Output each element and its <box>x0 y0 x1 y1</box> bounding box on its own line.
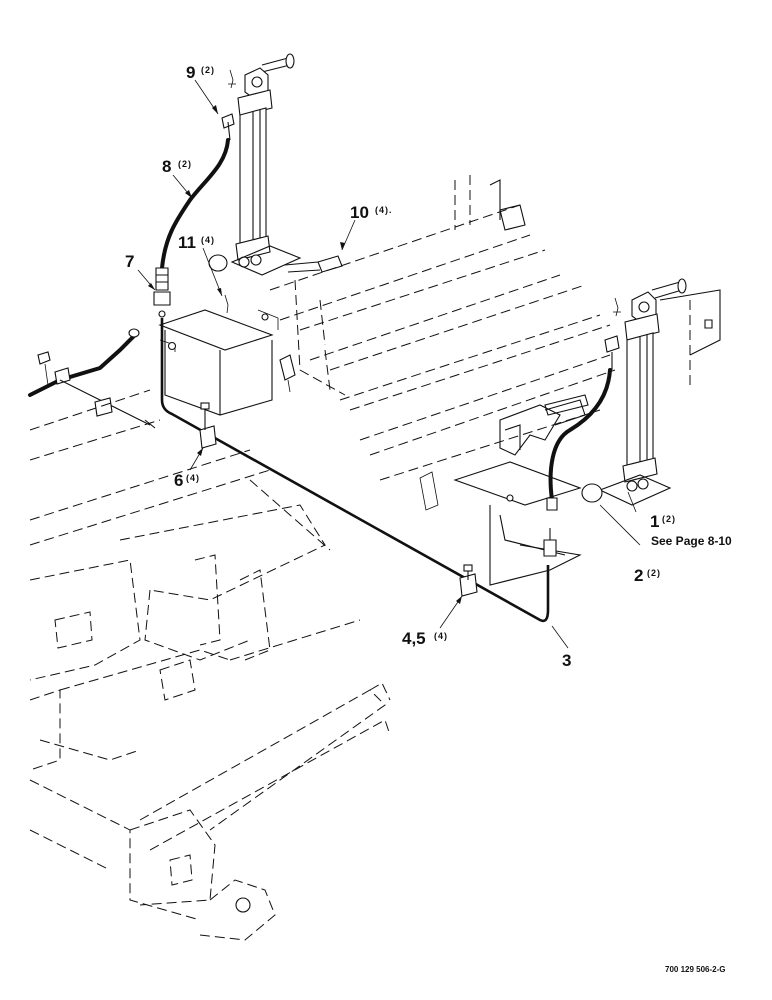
svg-text:6: 6 <box>174 471 183 490</box>
callout-10: 10 (4). <box>350 203 393 222</box>
svg-text:10: 10 <box>350 203 369 222</box>
drawing-code: 700 129 506-2-G <box>665 965 726 974</box>
callout-4-5: 4,5 (4) <box>402 629 448 648</box>
clamp-6 <box>199 402 217 449</box>
svg-text:4,5: 4,5 <box>402 629 426 648</box>
svg-text:7: 7 <box>125 252 134 271</box>
svg-text:11: 11 <box>178 233 196 252</box>
svg-text:(2): (2) <box>178 159 192 169</box>
leader-lines <box>137 79 641 649</box>
hose-8 <box>160 138 230 270</box>
svg-text:See Page 8-10: See Page 8-10 <box>651 534 732 548</box>
steel-line-3 <box>160 318 550 623</box>
callout-6: 6 (4) <box>174 471 200 490</box>
frame-lower <box>29 389 361 771</box>
left-mount-plate <box>158 294 296 416</box>
svg-text:9: 9 <box>186 63 195 82</box>
cap-2 <box>581 483 603 503</box>
callout-7: 7 <box>125 252 134 271</box>
conveyor-deck <box>269 175 721 481</box>
callout-8: 8 (2) <box>162 157 192 176</box>
svg-text:(4): (4) <box>201 235 215 245</box>
svg-text:(4): (4) <box>434 631 448 641</box>
bolt <box>544 394 589 416</box>
svg-text:3: 3 <box>562 651 571 670</box>
fitting-7 <box>153 267 171 318</box>
left-hydraulic-cylinder <box>208 53 302 276</box>
callout-2: 2 (2) <box>634 566 661 585</box>
callout-9: 9 (2) <box>186 63 215 82</box>
callout-11: 11 (4) <box>178 233 215 252</box>
lower-hose-end <box>37 328 156 429</box>
clamp-4-5 <box>459 564 478 597</box>
right-hose-fittings <box>543 335 620 557</box>
lower-hose <box>28 333 137 397</box>
svg-text:(2): (2) <box>662 514 676 524</box>
svg-text:(4): (4) <box>186 473 200 483</box>
axle-beam <box>29 682 391 941</box>
svg-text:1: 1 <box>650 512 659 531</box>
right-hydraulic-cylinder <box>598 278 687 506</box>
svg-text:(2): (2) <box>647 568 661 578</box>
svg-text:2: 2 <box>634 566 643 585</box>
bolt-10 <box>284 255 343 273</box>
callout-3: 3 <box>562 651 571 670</box>
callout-1: 1 (2) See Page 8-10 <box>650 512 732 548</box>
svg-text:(2): (2) <box>201 65 215 75</box>
right-hose <box>548 368 612 502</box>
right-mount-plate <box>419 399 586 586</box>
svg-text:(4).: (4). <box>375 205 393 215</box>
svg-text:8: 8 <box>162 157 171 176</box>
